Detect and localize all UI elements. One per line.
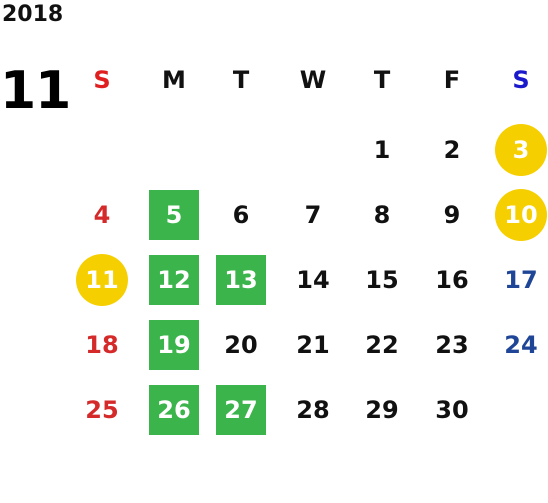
day-cell[interactable]: 6 (206, 185, 276, 245)
day-cell[interactable]: 25 (67, 380, 137, 440)
day-number: 10 (495, 189, 547, 241)
weekday-header-monday: M (139, 50, 209, 110)
day-number: 11 (76, 254, 128, 306)
day-number: 16 (435, 266, 469, 294)
day-cell[interactable]: 8 (347, 185, 417, 245)
day-cell[interactable]: 14 (278, 250, 348, 310)
day-cell[interactable]: 3 (486, 120, 548, 180)
day-cell[interactable]: 5 (139, 185, 209, 245)
day-cell[interactable]: 28 (278, 380, 348, 440)
weekday-label: W (299, 66, 327, 94)
day-number: 26 (149, 385, 199, 435)
day-cell[interactable]: 19 (139, 315, 209, 375)
day-cell[interactable]: 10 (486, 185, 548, 245)
weekday-label: F (443, 66, 461, 94)
month-number: 11 (0, 61, 71, 121)
day-number: 18 (85, 331, 119, 359)
day-number: 22 (365, 331, 399, 359)
day-cell[interactable]: 18 (67, 315, 137, 375)
day-number: 29 (365, 396, 399, 424)
day-cell[interactable]: 29 (347, 380, 417, 440)
day-cell[interactable]: 20 (206, 315, 276, 375)
day-cell[interactable]: 23 (417, 315, 487, 375)
day-number: 5 (149, 190, 199, 240)
day-number: 9 (443, 201, 461, 229)
day-number: 12 (149, 255, 199, 305)
weekday-header-thursday: T (347, 50, 417, 110)
day-number: 3 (495, 124, 547, 176)
day-number: 27 (216, 385, 266, 435)
day-cell[interactable]: 27 (206, 380, 276, 440)
day-number: 13 (216, 255, 266, 305)
day-cell[interactable]: 11 (67, 250, 137, 310)
day-cell[interactable]: 7 (278, 185, 348, 245)
day-cell[interactable]: 26 (139, 380, 209, 440)
day-cell[interactable]: 16 (417, 250, 487, 310)
day-number: 15 (365, 266, 399, 294)
day-cell[interactable]: 9 (417, 185, 487, 245)
day-cell[interactable]: 15 (347, 250, 417, 310)
day-number: 6 (232, 201, 250, 229)
day-number: 8 (373, 201, 391, 229)
day-cell[interactable]: 13 (206, 250, 276, 310)
weekday-label: M (162, 66, 186, 94)
day-number: 30 (435, 396, 469, 424)
day-number: 7 (304, 201, 322, 229)
weekday-label: T (373, 66, 391, 94)
day-cell[interactable]: 22 (347, 315, 417, 375)
day-number: 14 (296, 266, 330, 294)
day-cell[interactable]: 1 (347, 120, 417, 180)
year-label: 2018 (2, 2, 64, 27)
day-cell[interactable]: 24 (486, 315, 548, 375)
day-number: 23 (435, 331, 469, 359)
day-number: 28 (296, 396, 330, 424)
weekday-header-wednesday: W (278, 50, 348, 110)
weekday-label: S (93, 66, 111, 94)
day-number: 21 (296, 331, 330, 359)
day-number: 1 (373, 136, 391, 164)
day-number: 20 (224, 331, 258, 359)
day-cell[interactable]: 21 (278, 315, 348, 375)
weekday-header-saturday: S (486, 50, 548, 110)
day-number: 2 (443, 136, 461, 164)
day-number: 24 (504, 331, 538, 359)
weekday-header-friday: F (417, 50, 487, 110)
day-cell[interactable]: 2 (417, 120, 487, 180)
day-number: 17 (504, 266, 538, 294)
weekday-label: S (512, 66, 530, 94)
weekday-header-sunday: S (67, 50, 137, 110)
weekday-header-tuesday: T (206, 50, 276, 110)
day-cell[interactable]: 4 (67, 185, 137, 245)
day-number: 25 (85, 396, 119, 424)
day-number: 4 (93, 201, 111, 229)
day-cell[interactable]: 12 (139, 250, 209, 310)
weekday-label: T (232, 66, 250, 94)
day-cell[interactable]: 17 (486, 250, 548, 310)
day-cell[interactable]: 30 (417, 380, 487, 440)
day-number: 19 (149, 320, 199, 370)
